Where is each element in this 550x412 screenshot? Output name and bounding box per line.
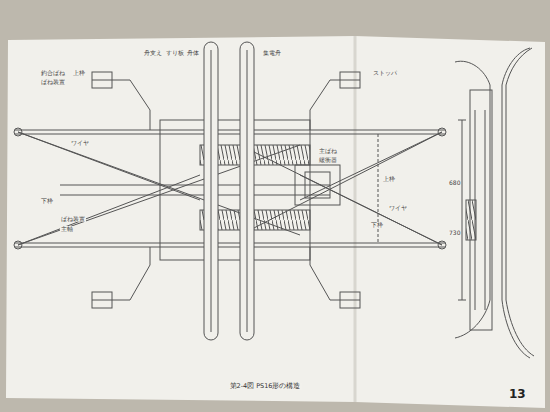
part-label: 下枠 (40, 198, 54, 204)
figure-caption: 第2-4図 PS16形の構造 (229, 383, 302, 390)
page (6, 36, 545, 408)
part-label: 舟支え (143, 50, 163, 56)
part-label: 舟体 (186, 50, 200, 56)
part-label: 釣合ばね (40, 70, 66, 76)
gutter (354, 36, 357, 402)
part-label: すり板 (165, 50, 185, 56)
part-label: ストッパ (372, 70, 398, 76)
part-label: 緩衝器 (318, 157, 338, 163)
part-label: ばね装置 (60, 216, 86, 222)
part-label: 主軸 (60, 226, 74, 232)
part-label: 主ばね (318, 148, 338, 154)
part-label: ばね装置 (40, 79, 66, 85)
part-label: ワイヤ (70, 140, 90, 146)
part-label: 上枠 (382, 176, 396, 182)
top-view (14, 42, 446, 340)
part-label: 680 (448, 180, 461, 186)
part-label: ワイヤ (388, 205, 408, 211)
part-label: 730 (448, 230, 461, 236)
page-number: 13 (508, 388, 527, 400)
part-label: 上枠 (72, 70, 86, 76)
part-label: 下枠 (370, 222, 384, 228)
side-view (455, 48, 534, 358)
part-label: 集電舟 (262, 50, 282, 56)
